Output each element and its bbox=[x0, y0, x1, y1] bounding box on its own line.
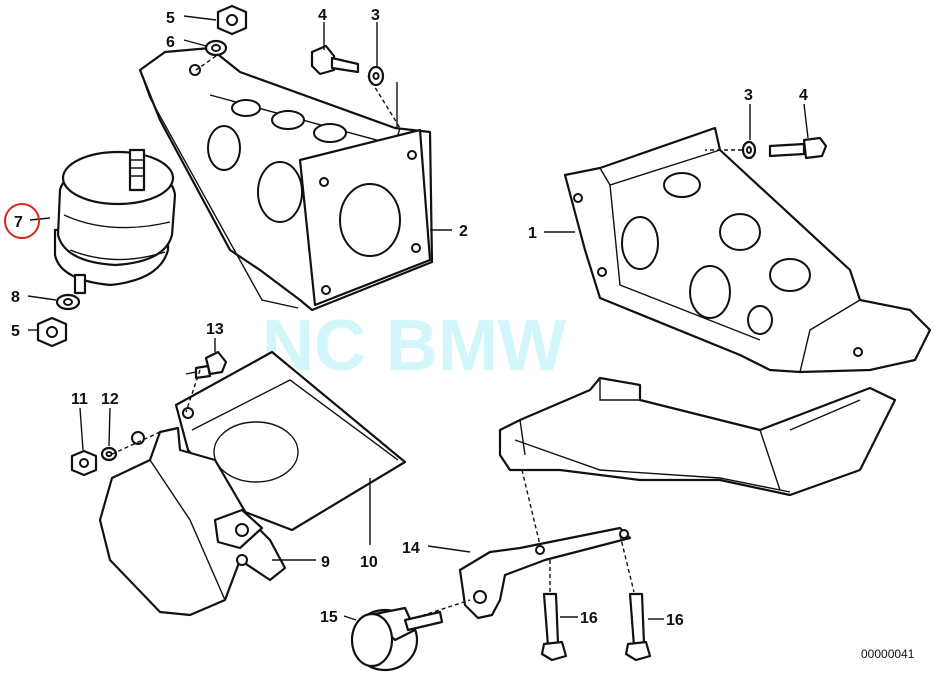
label-11: 11 bbox=[71, 391, 88, 408]
part-3-washer-right bbox=[741, 140, 757, 160]
label-5-bottom: 5 bbox=[11, 323, 20, 340]
part-11-nut bbox=[70, 449, 98, 477]
label-3-right: 3 bbox=[744, 87, 753, 104]
label-2: 2 bbox=[459, 223, 468, 240]
part-16-bolt-left bbox=[540, 592, 568, 662]
label-14: 14 bbox=[402, 540, 420, 557]
label-6: 6 bbox=[166, 34, 175, 51]
part-3-washer-top bbox=[367, 65, 385, 87]
label-3-top: 3 bbox=[371, 7, 380, 24]
part-5-nut-top bbox=[216, 4, 248, 36]
label-16-right: 16 bbox=[666, 612, 684, 629]
label-7: 7 bbox=[14, 214, 23, 231]
label-10: 10 bbox=[360, 554, 378, 571]
part-16-bolt-right bbox=[624, 592, 652, 662]
leader-lines bbox=[27, 15, 809, 621]
label-16-left: 16 bbox=[580, 610, 598, 627]
part-10-heat-shield bbox=[174, 350, 407, 532]
part-7-engine-mount bbox=[53, 148, 177, 295]
part-2-left-bracket bbox=[138, 46, 434, 312]
part-9-cover bbox=[98, 426, 287, 617]
label-12: 12 bbox=[101, 391, 119, 408]
part-4-bolt-right bbox=[768, 136, 828, 160]
part-4-bolt-top bbox=[310, 44, 360, 76]
label-13: 13 bbox=[206, 321, 224, 338]
part-5-nut-bottom bbox=[36, 316, 68, 348]
part-6-washer bbox=[204, 39, 228, 57]
highlight-circle bbox=[4, 203, 40, 239]
part-1-right-bracket bbox=[563, 126, 932, 374]
label-15: 15 bbox=[320, 609, 338, 626]
part-13-bolt bbox=[185, 350, 228, 380]
callout-labels: 5 6 4 3 2 7 8 5 1 3 4 13 11 12 9 10 14 1… bbox=[11, 7, 808, 629]
watermark-text: NC BMW bbox=[262, 306, 566, 386]
label-8: 8 bbox=[11, 289, 20, 306]
label-5-top: 5 bbox=[166, 10, 175, 27]
part-14-bracket-arm bbox=[458, 526, 632, 620]
diagram-reference-number: 00000041 bbox=[861, 647, 915, 661]
label-1: 1 bbox=[528, 225, 537, 242]
label-4-top: 4 bbox=[318, 7, 327, 24]
part-15-buffer bbox=[350, 606, 444, 672]
label-4-right: 4 bbox=[799, 87, 808, 104]
part-8-washer bbox=[55, 293, 81, 311]
transmission-support bbox=[498, 376, 897, 497]
label-9: 9 bbox=[321, 554, 330, 571]
